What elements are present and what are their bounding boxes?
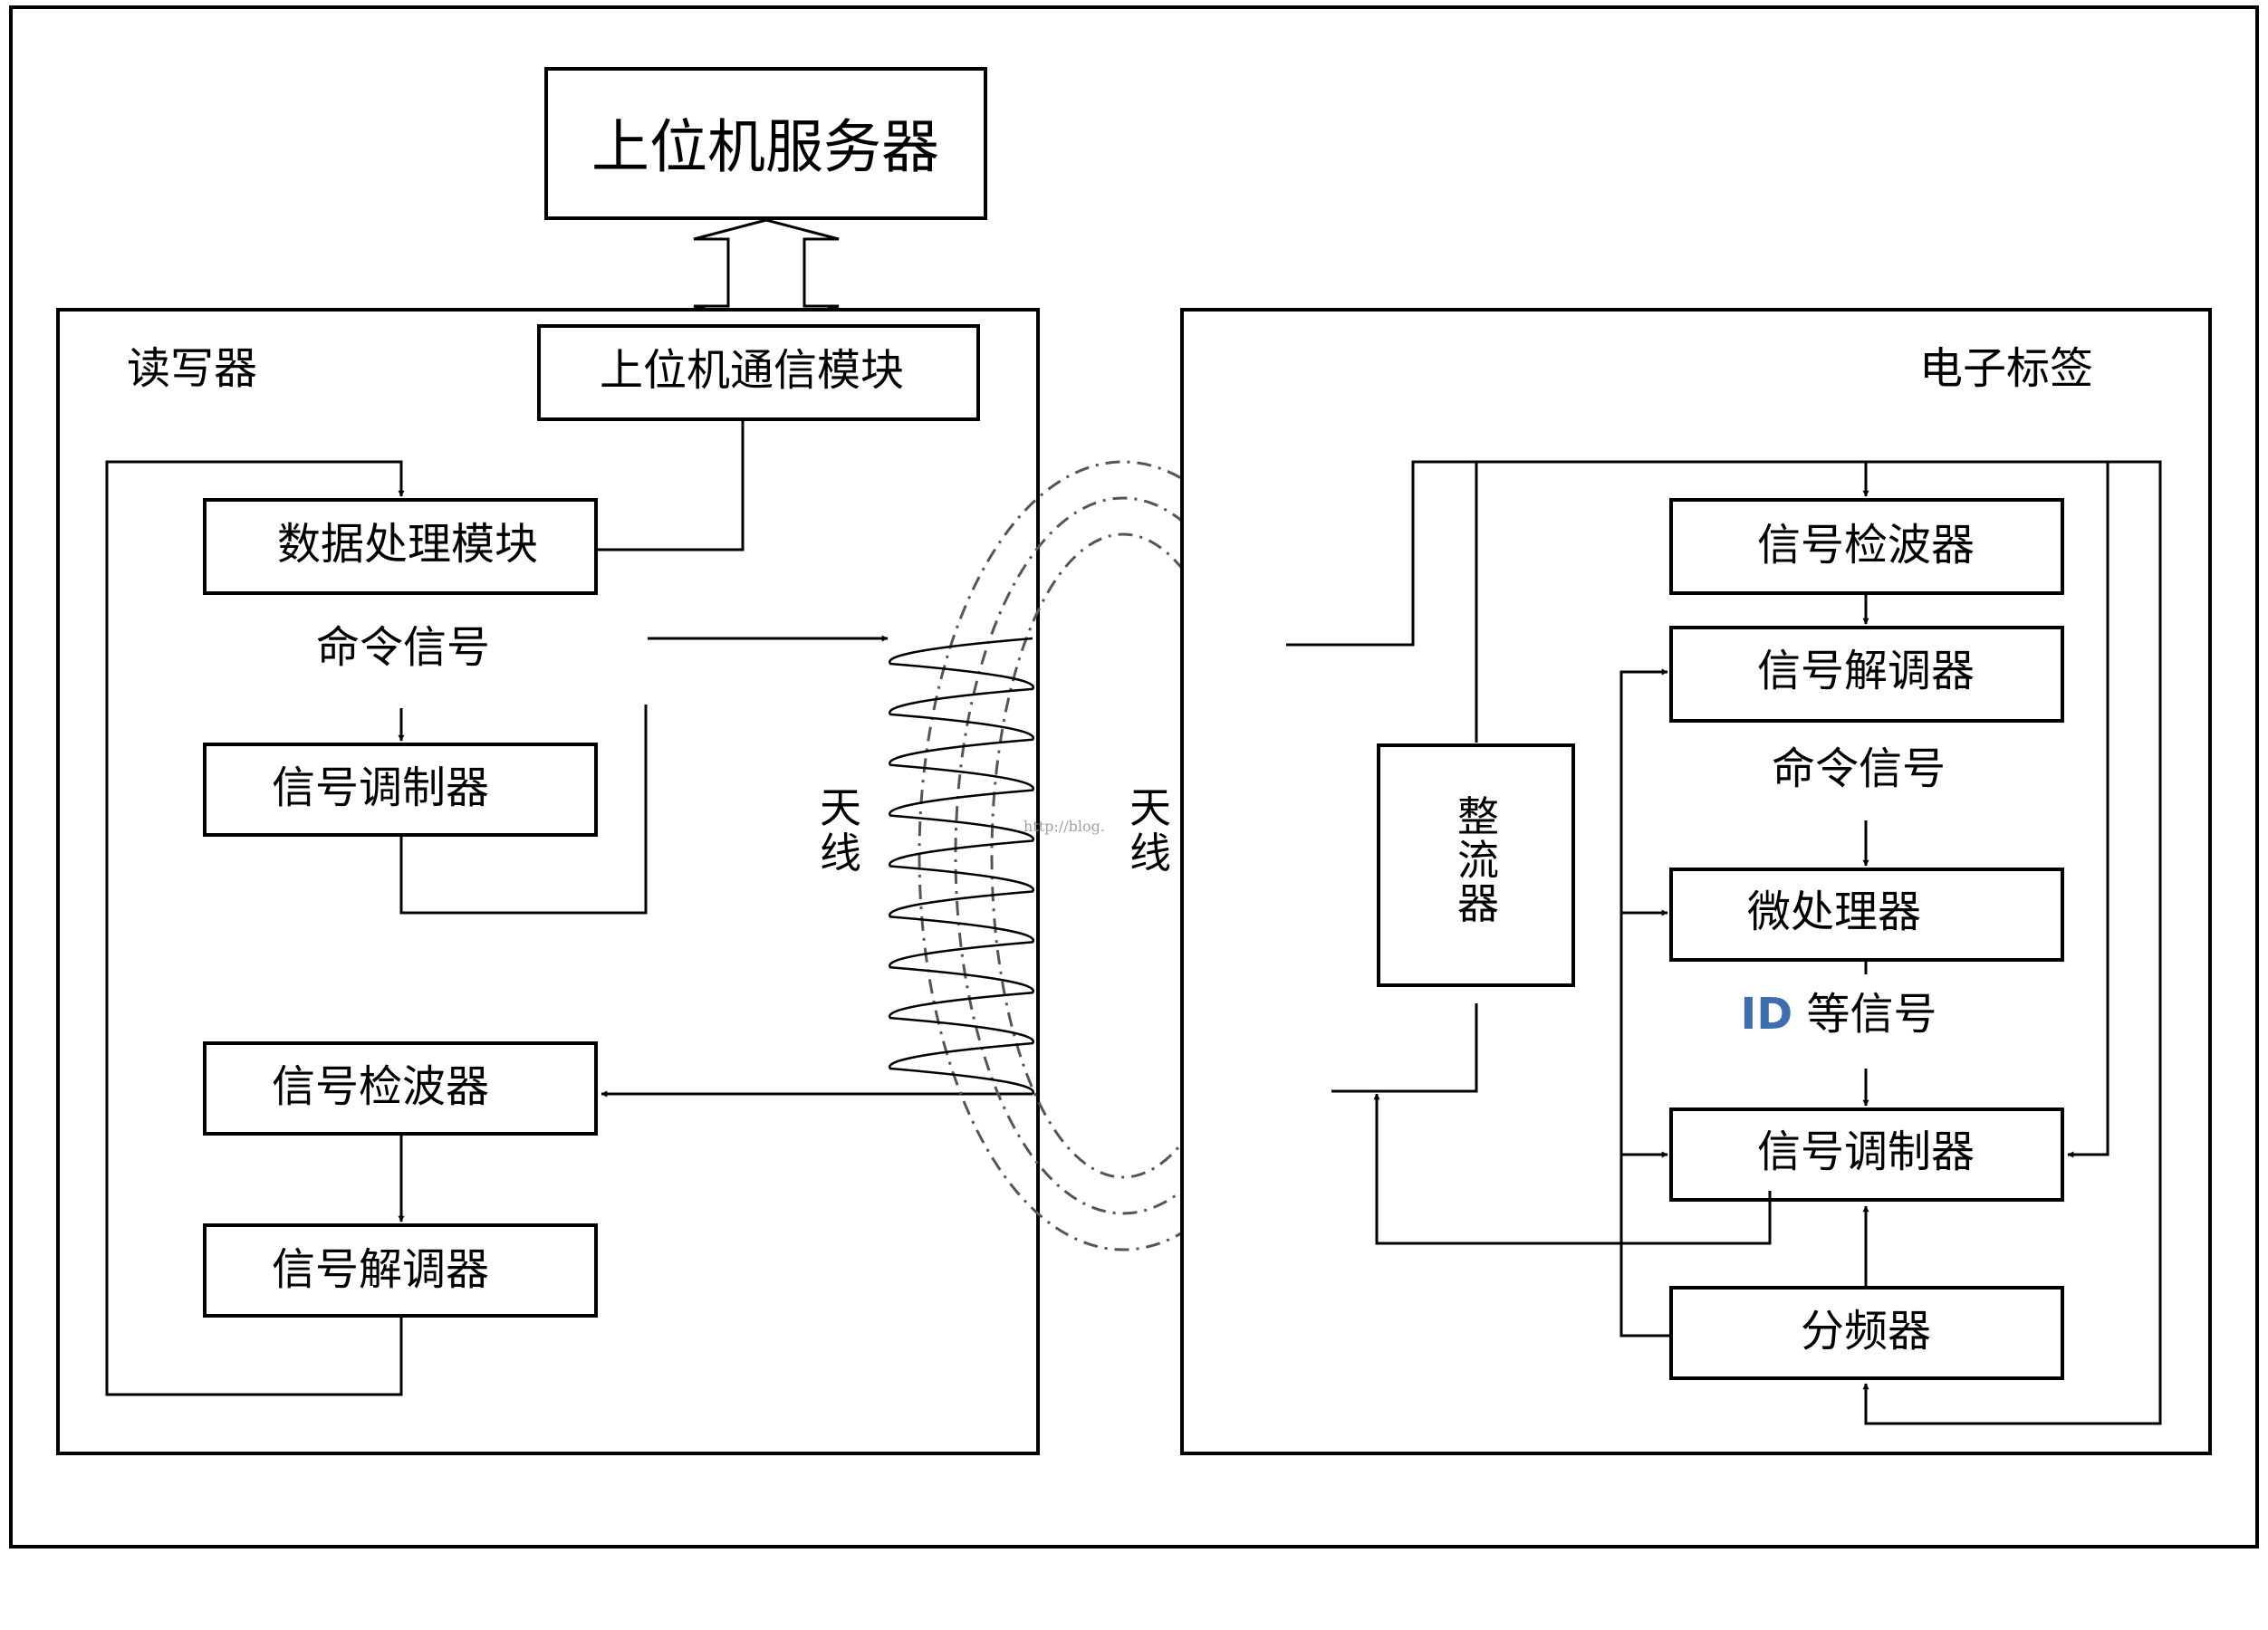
tag-rectifier-char-3: 器 [1457,879,1499,928]
server-box: 上位机服务器 [544,67,987,220]
tag-id-prefix: ID [1741,989,1793,1040]
reader-comm-module: 上位机通信模块 [537,324,980,421]
tag-title: 电子标签 [1919,343,2093,394]
rectifier-to-antenna-line [1331,1003,1478,1093]
tag-demodulator-label: 信号解调器 [1757,646,1975,696]
tag-id-signal: ID 等信号 [1741,989,1937,1040]
reader-antenna-coil [888,637,1035,1095]
reader-detector-label: 信号检波器 [272,1061,489,1112]
tag-divider: 分频器 [1669,1286,2064,1380]
reader-antenna-char-2: 线 [820,829,861,877]
tag-detector-label: 信号检波器 [1757,520,1975,570]
modulator-to-antenna-line [399,705,648,915]
reader-data-module-label: 数据处理模块 [277,519,538,570]
reader-detector: 信号检波器 [203,1041,598,1136]
demod-feedback-line [105,460,405,1396]
tag-antenna-char-1: 天 [1129,783,1171,832]
tag-power-bus-line [1286,460,2162,1425]
reader-demodulator: 信号解调器 [203,1223,598,1318]
tag-antenna-char-2: 线 [1129,829,1171,877]
tag-modulator-label: 信号调制器 [1757,1127,1975,1177]
reader-title: 读写器 [127,343,257,394]
tag-rectifier-char-1: 整 [1457,792,1499,841]
reader-data-module: 数据处理模块 [203,498,598,595]
reader-modulator-label: 信号调制器 [272,762,489,813]
reader-cmd-signal: 命令信号 [316,622,490,673]
tag-demodulator: 信号解调器 [1669,626,2064,723]
reader-antenna-char-1: 天 [820,783,861,832]
comm-to-data-line [598,421,745,551]
tag-modulator: 信号调制器 [1669,1107,2064,1202]
tag-id-suffix: 等信号 [1792,989,1936,1040]
watermark: http://blog. [1023,818,1105,835]
tag-rectifier: 整 流 器 [1377,743,1575,987]
modulator-to-antenna-line-tag [1373,1093,1772,1245]
reader-comm-module-label: 上位机通信模块 [600,345,904,396]
to-tag-modulator-right-arrow [2067,462,2109,1158]
tag-detector: 信号检波器 [1669,498,2064,595]
tag-cmd-signal: 命令信号 [1772,743,1946,794]
tag-rectifier-char-2: 流 [1457,836,1499,885]
divider-clock-bus-line [1619,668,1671,1338]
reader-modulator: 信号调制器 [203,743,598,837]
tag-microprocessor-label: 微处理器 [1747,887,1921,937]
tag-divider-label: 分频器 [1801,1306,1931,1357]
reader-demodulator-label: 信号解调器 [272,1244,489,1295]
server-label: 上位机服务器 [591,115,939,182]
tag-microprocessor: 微处理器 [1669,868,2064,962]
